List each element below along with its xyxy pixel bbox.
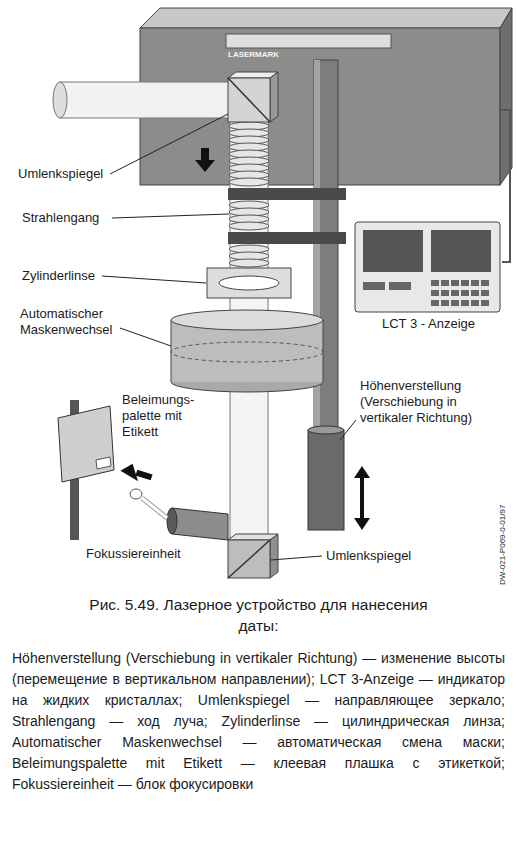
display-panel [355,222,500,312]
key [441,300,449,306]
laser-housing: LASERMARK [140,28,500,185]
key [389,282,411,290]
mask-drum-top [171,310,323,330]
part-label: Umlenkspiegel [326,548,436,564]
bellows [229,122,269,267]
mirror-plane [228,78,270,122]
part-label: Fokussiereinheit [86,546,196,562]
output-beam [142,498,167,518]
mirror-side [270,72,278,122]
motion-arrow [360,476,364,520]
key [441,290,449,296]
part-label: Automatischer Maskenwechsel [20,306,140,338]
key [481,300,489,306]
key [363,282,385,290]
part-label: Beleimungs- palette mit Etikett [122,392,202,440]
node-text: LCT 3 - Anzeige [357,316,500,331]
bellows-ring [229,259,269,267]
height-actuator [308,430,344,530]
beam-spot [130,489,142,499]
beam-tube-end [53,82,67,118]
leader-line [340,420,356,440]
bellows-ring [229,178,269,186]
bellows-ring [229,222,269,230]
motion-arrow-head [354,466,370,478]
leader-line [120,328,171,346]
key [471,280,479,286]
part-label: Umlenkspiegel [18,166,110,182]
housing-top [140,8,512,28]
key [461,290,469,296]
lens-glass [219,276,279,290]
bracket-plate [228,188,346,200]
part-label: Höhenverstellung (Verschiebung in vertik… [360,378,510,426]
node-text: LASERMARK [228,50,500,59]
key [471,290,479,296]
key [461,300,469,306]
direction-arrow-head [195,160,215,172]
direction-arrow [201,148,209,160]
key [431,300,439,306]
pallet-label [96,457,111,469]
focusing-unit [172,508,228,540]
output-beam [142,498,167,518]
deflection-mirror [228,78,270,122]
beam-tube [60,82,230,118]
key [481,290,489,296]
leader-line [102,276,206,283]
leader-line [110,114,228,174]
key [431,280,439,286]
deflection-mirror [228,540,270,578]
key [451,280,459,286]
keypad [363,280,489,306]
bracket-plate [228,232,346,244]
lcd-display: LCT 3 - Anzeige [355,222,502,333]
mirror-side [270,534,278,578]
key [471,300,479,306]
display-screen [363,230,423,272]
beam-direction-arrow [135,470,152,481]
key [451,300,459,306]
part-label: Strahlengang [22,210,112,226]
cable-connector [500,110,510,262]
adhesive-pallet [58,406,114,482]
key [431,290,439,296]
key [441,280,449,286]
leader-line [271,556,322,560]
leader-lines [102,114,356,560]
motion-arrow-head [354,518,370,530]
figure-caption: Рис. 5.49. Лазерное устройство для нанес… [68,594,449,636]
key [461,280,469,286]
key [481,280,489,286]
cylinder-lens [207,268,291,298]
mask-drum-seam [171,342,323,362]
key [451,290,459,296]
legend-explanation: Höhenverstellung (Verschiebung in vertik… [12,648,505,795]
height-actuator-top [308,426,344,434]
watermark: DW-021-P069-0-01/97 [498,505,508,585]
mirror-plane [228,540,270,578]
focusing-lens [167,508,177,534]
beam-direction-arrow-head [120,464,141,487]
leader-line [112,214,229,218]
part-label: Zylinderlinse [22,268,102,284]
brand-plate [226,34,391,48]
display-screen [431,230,491,272]
